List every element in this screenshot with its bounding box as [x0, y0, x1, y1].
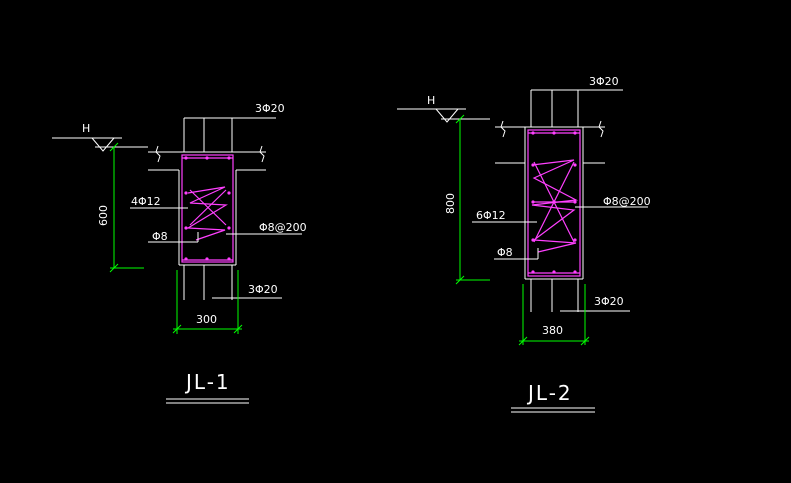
elevation-label-jl1: H: [82, 122, 90, 135]
column-stub-below-jl2: [530, 279, 579, 312]
tie-label-jl1: Φ8: [152, 230, 168, 243]
width-dim-jl1: 300: [196, 313, 217, 326]
rebar-cage-jl1: [181, 154, 234, 263]
width-dim-jl2: 380: [542, 324, 563, 337]
title-jl2: JL-2: [526, 381, 573, 405]
elevation-marker-jl2: [397, 108, 490, 123]
dimension-lines-jl2: [455, 114, 590, 346]
title-underline-jl2: [511, 407, 595, 413]
bottom-bars-label-jl1: 3Φ20: [248, 283, 278, 296]
beam-outline-jl2: [495, 120, 605, 280]
section-jl2: H: [397, 75, 651, 413]
title-jl1: JL-1: [184, 370, 231, 394]
top-bars-label-jl2: 3Φ20: [589, 75, 619, 88]
elevation-marker-jl1: [52, 137, 148, 152]
column-stub-jl1: [183, 117, 276, 152]
rebar-dots-jl1: [184, 156, 231, 261]
side-bars-label-jl1: 4Φ12: [131, 195, 161, 208]
leader-lines-jl1: [130, 207, 302, 299]
section-jl1: H: [52, 102, 307, 404]
column-stub-below-jl1: [183, 265, 233, 300]
column-stub-jl2: [530, 89, 623, 127]
rebar-dots-jl2: [531, 131, 577, 274]
height-dim-jl1: 600: [97, 205, 110, 226]
stirrup-label-jl1: Φ8@200: [259, 221, 307, 234]
beam-outline-jl1: [148, 145, 266, 266]
top-bars-label-jl1: 3Φ20: [255, 102, 285, 115]
dimension-lines-jl1: [109, 142, 243, 334]
title-underline-jl1: [166, 398, 249, 404]
bottom-bars-label-jl2: 3Φ20: [594, 295, 624, 308]
leader-lines-jl2: [472, 206, 648, 312]
tie-label-jl2: Φ8: [497, 246, 513, 259]
stirrup-label-jl2: Φ8@200: [603, 195, 651, 208]
elevation-label-jl2: H: [427, 94, 435, 107]
height-dim-jl2: 800: [444, 193, 457, 214]
side-bars-label-jl2: 6Φ12: [476, 209, 506, 222]
